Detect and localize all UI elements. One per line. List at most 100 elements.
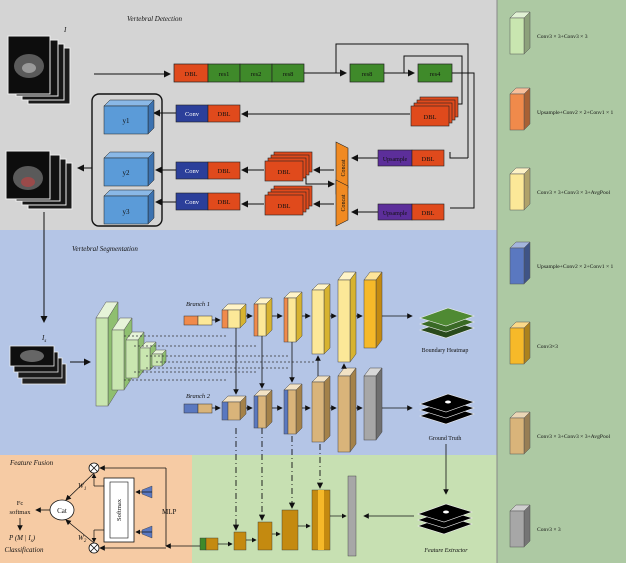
backbone-res8b-label: res8	[362, 71, 373, 78]
branch2-conv	[363, 367, 383, 441]
probability-label: P (M | Is)	[8, 534, 36, 544]
branch1-stage3	[283, 291, 303, 343]
backbone-res8a-label: res8	[283, 71, 294, 78]
legend-item: Upsample+Conv2 × 2+Conv1 × 1	[509, 241, 614, 285]
multiply-top	[88, 462, 100, 474]
row2-conv-label: Conv	[185, 168, 200, 175]
classification-label: Classification	[5, 546, 44, 554]
legend-swatch-side	[523, 321, 531, 365]
legend-swatch-side	[523, 411, 531, 455]
backbone-res1-label: res1	[219, 71, 230, 78]
legend-swatch-side	[523, 167, 531, 211]
branch1-stage4	[311, 283, 331, 355]
cat-label: Cat	[57, 507, 67, 515]
row2-up-dbl-label: DBL	[422, 156, 435, 163]
seg-input-stack	[9, 345, 67, 385]
legend-label: Upsample+Conv2 × 2+Conv1 × 1	[537, 110, 614, 116]
ground-truth	[419, 393, 475, 425]
row2-upsample-label: Upsample	[383, 157, 408, 163]
fc-label: Fc	[17, 500, 24, 507]
segmentation-title: Vertebral Segmentation	[72, 245, 138, 253]
dash-dot-links	[232, 428, 324, 531]
extractor-blocks	[199, 475, 357, 557]
row3-up-dbl-label: DBL	[422, 210, 435, 217]
backbone-row: DBL res1 res2 res8 res8 res4	[173, 63, 453, 83]
branch2-stage1	[221, 395, 247, 421]
legend-item: Conv3 × 3	[509, 504, 561, 548]
concat-2: Concat	[335, 179, 349, 227]
branch1-conv	[363, 271, 383, 349]
legend-swatch	[509, 173, 525, 211]
row3-upsample-dbl: Upsample DBL	[377, 203, 445, 221]
row3-conv-label: Conv	[185, 199, 200, 206]
legend-swatch	[509, 247, 525, 285]
row2-dbl-stack: DBL	[264, 151, 313, 182]
output-y2: y2	[103, 151, 155, 187]
branch2-label: Branch 2	[186, 393, 211, 400]
legend-item: Conv3×3	[509, 321, 558, 365]
row2-upsample-dbl: Upsample DBL	[377, 149, 445, 167]
backbone-res4-label: res4	[430, 71, 442, 78]
row3-upsample-label: Upsample	[383, 211, 408, 217]
row1-dbl-stack: DBL	[410, 96, 459, 127]
detection-input-label: I	[63, 26, 67, 34]
legend-item: Conv3 × 3+Conv3 × 3+AvgPool	[509, 411, 611, 455]
outputs-box	[91, 93, 163, 227]
feature-extractor-label: Feature Extractor	[423, 548, 468, 554]
legend-swatch-side	[523, 241, 531, 285]
row1-conv-dbl: Conv DBL	[175, 104, 241, 123]
branch2-stage2	[253, 389, 273, 429]
output-y2-label: y2	[123, 169, 131, 177]
backbone-dbl-label: DBL	[185, 71, 198, 78]
cat-node: Cat	[49, 499, 75, 521]
row3-dbl-label: DBL	[278, 203, 291, 210]
legend-item: Conv3 × 3+Conv3 × 3	[509, 11, 588, 55]
row2-dbl2-label: DBL	[218, 168, 231, 175]
output-y1: y1	[103, 99, 155, 135]
fc-softmax-label: softmax	[10, 509, 32, 516]
branch2-stage5	[337, 367, 357, 453]
legend-swatch-side	[523, 504, 531, 548]
branch1-stage2	[253, 297, 273, 337]
segmentation-panel	[0, 230, 497, 455]
legend-label: Upsample+Conv2 × 2+Conv1 × 1	[537, 264, 614, 270]
boundary-heatmap-label: Boundary Heatmap	[422, 348, 469, 354]
mlp-label: MLP	[162, 508, 177, 516]
multiply-bottom	[88, 542, 100, 554]
output-y1-label: y1	[123, 117, 131, 125]
branch1-input	[183, 315, 213, 326]
row1-dbl-label: DBL	[424, 114, 437, 121]
seg-input-label: Is	[41, 334, 46, 344]
legend: Conv3 × 3+Conv3 × 3 Upsample+Conv2 × 2+Co…	[509, 11, 614, 548]
branch1-label: Branch 1	[186, 301, 210, 308]
legend-swatch	[509, 17, 525, 55]
extractor-arrows	[218, 513, 347, 547]
boundary-heatmap	[419, 307, 475, 339]
legend-item: Upsample+Conv2 × 2+Conv1 × 1	[509, 87, 614, 131]
row2-conv-dbl: Conv DBL	[175, 161, 241, 180]
concat-2-label: Concat	[341, 194, 347, 211]
softmax-box: Softmax	[103, 477, 135, 543]
cross-branch-links	[233, 328, 347, 395]
encoder-pyramid	[95, 301, 167, 407]
w1-label: W1	[78, 482, 86, 492]
row1-dbl2-label: DBL	[218, 111, 231, 118]
legend-label: Conv3×3	[537, 344, 558, 350]
branch2-input	[183, 403, 213, 414]
row3-dbl-stack: DBL	[264, 185, 313, 216]
legend-swatch-side	[523, 11, 531, 55]
branch1-stage5	[337, 271, 357, 363]
extractor-output	[417, 503, 473, 535]
row3-dbl2-label: DBL	[218, 199, 231, 206]
output-y3-label: y3	[123, 208, 131, 216]
legend-label: Conv3 × 3	[537, 527, 561, 533]
branch2-stage3	[283, 383, 303, 435]
legend-label: Conv3 × 3+Conv3 × 3	[537, 34, 588, 40]
legend-swatch	[509, 327, 525, 365]
row3-conv-dbl: Conv DBL	[175, 192, 241, 211]
legend-label: Conv3 × 3+Conv3 × 3+AvgPool	[537, 434, 611, 440]
softmax-label: Softmax	[116, 498, 123, 521]
input-ct-stack	[7, 35, 71, 105]
